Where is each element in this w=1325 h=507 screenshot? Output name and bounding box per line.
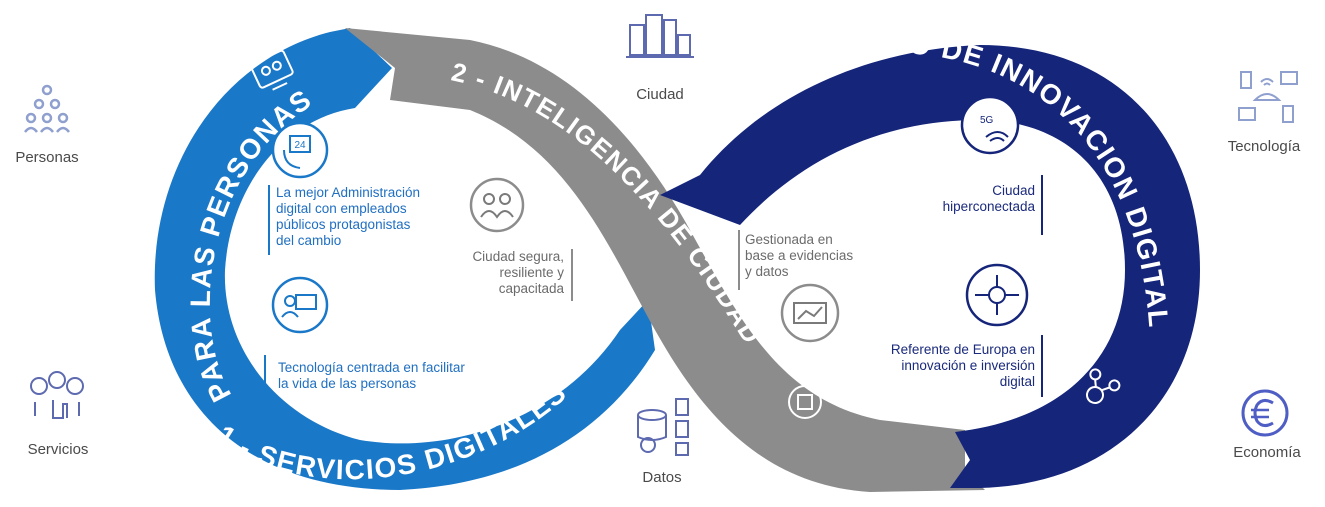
monitor-people-icon	[249, 49, 294, 91]
text-referente-line: digital	[999, 374, 1035, 389]
text-gestionada: Gestionada en base a evidencias y datos	[745, 232, 885, 280]
divider-ciudad-segura	[571, 249, 573, 301]
user-card-icon	[271, 276, 329, 334]
text-ciudad-segura: Ciudad segura, resiliente y capacitada	[452, 249, 564, 297]
text-ciudad-segura-line: capacitada	[498, 281, 564, 296]
label-personas: Personas	[15, 149, 79, 166]
label-datos: Datos	[642, 469, 682, 486]
text-admin-line: La mejor Administración	[276, 185, 421, 200]
divider-referente	[1041, 335, 1043, 397]
label-servicios: Servicios	[27, 441, 89, 458]
euro-icon	[1241, 389, 1289, 437]
database-gear-icon	[637, 398, 689, 456]
text-referente-line: Referente de Europa en	[890, 342, 1035, 357]
phone-24h-icon: 24	[271, 121, 329, 179]
band-3-navy	[660, 45, 1200, 488]
text-referente: Referente de Europa en innovación e inve…	[855, 342, 1035, 390]
text-hiperconectada-line: hiperconectada	[942, 199, 1035, 214]
text-tech-people-line: Tecnología centrada en facilitar	[278, 360, 465, 375]
band-2-gray	[345, 28, 985, 492]
text-hiperconectada: Ciudad hiperconectada	[940, 183, 1035, 215]
divider-tech-people	[264, 355, 266, 395]
divider-admin	[268, 185, 270, 255]
text-gestionada-line: base a evidencias	[745, 248, 854, 263]
text-ciudad-segura-line: resiliente y	[499, 265, 564, 280]
label-economia: Economía	[1233, 444, 1301, 461]
text-ciudad-segura-line: Ciudad segura,	[472, 249, 564, 264]
5g-cloud-icon: 5G	[960, 95, 1020, 155]
person-network-icon	[1086, 368, 1121, 404]
team-group-icon	[469, 177, 525, 233]
text-admin-line: digital con empleados	[276, 201, 407, 216]
text-referente-line: innovación e inversión	[901, 358, 1035, 373]
svg-text:5G: 5G	[980, 115, 994, 126]
text-admin-line: del cambio	[276, 233, 342, 248]
text-admin: La mejor Administración digital con empl…	[276, 185, 466, 249]
divider-hiperconectada	[1041, 175, 1043, 235]
text-gestionada-line: Gestionada en	[745, 232, 833, 247]
divider-gestionada	[738, 230, 740, 290]
label-tecnologia: Tecnología	[1227, 138, 1301, 155]
label-ciudad: Ciudad	[636, 86, 684, 103]
gear-chip-icon	[788, 385, 822, 419]
network-devices-icon	[1238, 71, 1298, 123]
text-gestionada-line: y datos	[745, 264, 789, 279]
innovation-network-icon	[965, 263, 1029, 327]
dashboard-chart-icon	[780, 283, 840, 343]
text-tech-people-line: la vida de las personas	[278, 376, 417, 391]
users-touch-icon	[30, 371, 84, 419]
text-tech-people: Tecnología centrada en facilitar la vida…	[278, 360, 518, 392]
city-buildings-icon	[626, 14, 694, 58]
text-hiperconectada-line: Ciudad	[992, 183, 1035, 198]
people-group-icon	[24, 84, 70, 133]
text-admin-line: públicos protagonistas	[276, 217, 411, 232]
svg-text:24: 24	[294, 140, 306, 151]
